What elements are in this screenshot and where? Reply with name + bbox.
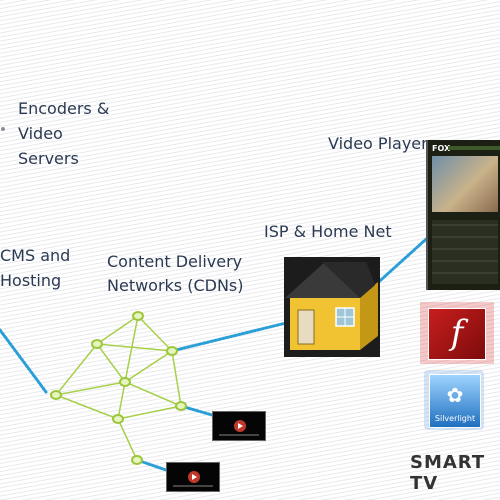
silverlight-icon: ✿ Silverlight	[429, 374, 481, 428]
silverlight-logo: ✿ Silverlight	[424, 370, 484, 430]
play-icon	[234, 420, 246, 432]
network-node-icon	[51, 391, 61, 399]
encoder-marker-dot	[1, 127, 5, 131]
player-video-area	[432, 156, 498, 212]
network-node-icon	[133, 312, 143, 320]
house-icon	[284, 257, 380, 357]
network-node-icon	[113, 415, 123, 423]
video-thumbnail-icon	[212, 411, 266, 441]
play-icon	[188, 471, 200, 483]
player-nav-bar	[448, 146, 500, 150]
cms-to-cdn-connector	[0, 330, 46, 392]
player-episode-list	[432, 220, 498, 284]
video-thumbnail-icon	[166, 462, 220, 492]
network-node-icon	[132, 456, 142, 464]
progress-bar	[173, 485, 213, 487]
network-node-icon	[167, 347, 177, 355]
smart-tv-logo: SMART TV	[410, 452, 500, 494]
isp-to-player-connector	[372, 232, 434, 288]
silverlight-name: Silverlight	[430, 414, 480, 423]
flash-glyph: f	[429, 313, 485, 353]
progress-bar	[219, 434, 259, 436]
network-node-icon	[120, 378, 130, 386]
video-player-screenshot: FOX	[426, 140, 500, 290]
cdn-to-isp-connector	[172, 323, 286, 351]
cdn-mesh-edges	[56, 316, 181, 460]
network-node-icon	[92, 340, 102, 348]
cdn-nodes	[51, 312, 186, 464]
network-node-icon	[176, 402, 186, 410]
silverlight-swirl-icon: ✿	[430, 383, 480, 407]
flash-logo: f	[420, 302, 494, 364]
flash-icon: f	[428, 308, 486, 360]
